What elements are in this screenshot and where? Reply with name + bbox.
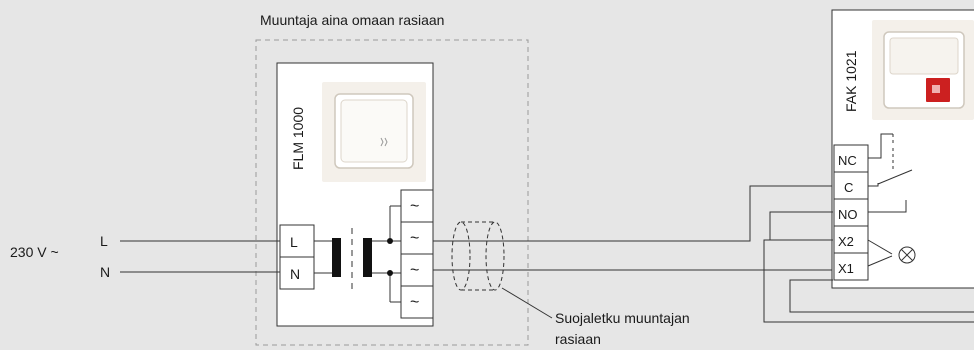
flm-switch-image (322, 82, 426, 182)
transformer-model-label: FLM 1000 (290, 107, 306, 170)
wire-to-c (433, 185, 833, 242)
transformer-enclosure-dashed (255, 39, 529, 346)
cable-note-line-2: rasiaan (555, 331, 601, 347)
terminal-c: C (844, 180, 853, 195)
line-label-n: N (100, 264, 110, 280)
external-loop-wiring (763, 211, 974, 323)
line-label-l: L (100, 233, 108, 249)
voltage-label: 230 V ~ (10, 244, 59, 260)
protective-sleeve-icon (451, 221, 505, 291)
enclosure-note: Muuntaja aina omaan rasiaan (260, 12, 444, 28)
secondary-bus-wiring (387, 205, 401, 303)
relay-model-label: FAK 1021 (843, 50, 859, 112)
input-terminal-n-label: N (290, 266, 300, 282)
output-symbol-2: ~ (410, 230, 419, 247)
output-symbol-3: ~ (410, 262, 419, 279)
terminal-x2: X2 (838, 234, 854, 249)
fak-device-image (872, 20, 974, 120)
indicator-lamp-icon (867, 239, 916, 267)
output-symbol-1: ~ (410, 198, 419, 215)
output-symbol-4: ~ (410, 294, 419, 311)
relay-contact-icon (868, 133, 913, 213)
input-terminal-l-label: L (290, 234, 298, 250)
cable-note-line-1: Suojaletku muuntajan (555, 310, 690, 326)
terminal-x1: X1 (838, 261, 854, 276)
relay-terminal-block (833, 144, 869, 281)
cable-note-leader (501, 287, 553, 319)
output-terminal-strip (400, 189, 434, 319)
terminal-no: NO (838, 207, 858, 222)
terminal-nc: NC (838, 153, 857, 168)
